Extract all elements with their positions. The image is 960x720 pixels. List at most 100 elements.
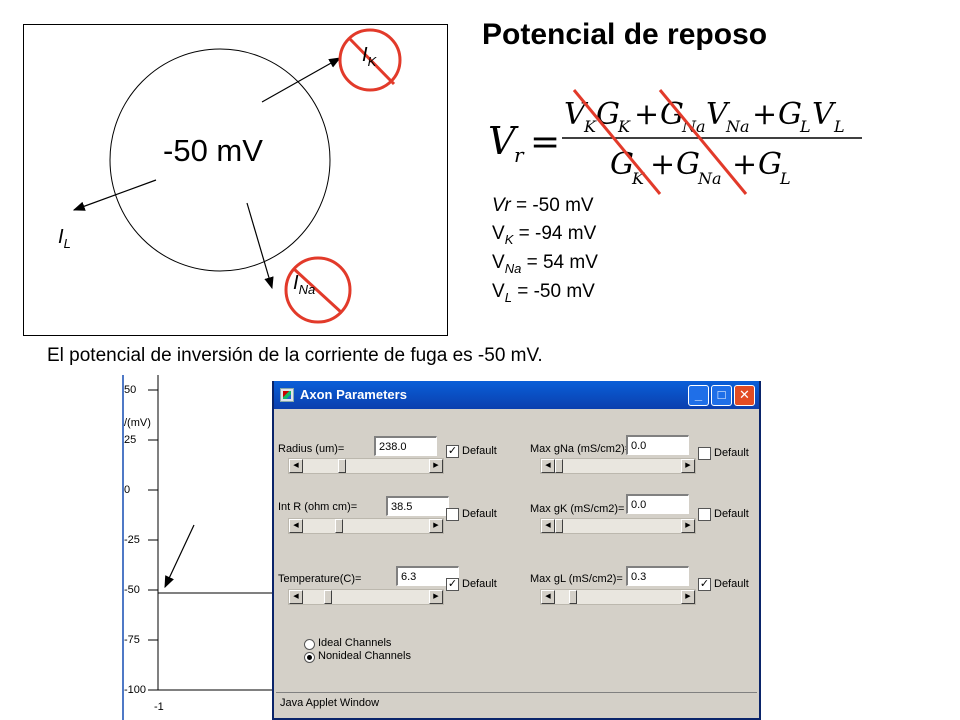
- param-vna: VNa = 54 mV: [492, 252, 598, 276]
- max-gl-label: Max gL (mS/cm2)=: [530, 573, 623, 585]
- max-gl-input[interactable]: 0.3: [626, 566, 689, 586]
- slider-left-arrow-icon[interactable]: ◀: [289, 590, 303, 604]
- window-titlebar[interactable]: Axon Parameters _ □ ✕: [274, 381, 759, 409]
- leak-current-label: IL: [58, 226, 71, 251]
- cell-membrane: [109, 48, 331, 272]
- slider-left-arrow-icon[interactable]: ◀: [289, 459, 303, 473]
- int-r-default-label: Default: [462, 508, 497, 520]
- nonideal-channels-radio[interactable]: [304, 652, 315, 663]
- int-r-default-checkbox[interactable]: [446, 508, 459, 521]
- page-title: Potencial de reposo: [482, 18, 768, 51]
- radius-default-checkbox[interactable]: ✓: [446, 445, 459, 458]
- maximize-button[interactable]: □: [711, 385, 732, 406]
- slider-right-arrow-icon[interactable]: ▶: [681, 459, 695, 473]
- java-app-icon: [280, 388, 294, 402]
- slider-thumb[interactable]: [334, 519, 343, 533]
- num-plus-1: +: [634, 97, 659, 132]
- num-term2-a: G: [660, 97, 684, 132]
- max-gk-default-label: Default: [714, 508, 749, 520]
- temperature-default-checkbox[interactable]: ✓: [446, 578, 459, 591]
- membrane-potential-label: -50 mV: [163, 133, 263, 168]
- leak-current-arrow: [72, 179, 157, 211]
- voltage-plot: 50 /(mV) 25 0 -25 -50 -75 -100 -1: [122, 375, 275, 720]
- param-vl: VL = -50 mV: [492, 281, 595, 305]
- int-r-slider[interactable]: ◀ ▶: [288, 518, 444, 534]
- max-gk-label: Max gK (mS/cm2)=: [530, 503, 625, 515]
- radius-label: Radius (um)=: [278, 443, 345, 455]
- slider-right-arrow-icon[interactable]: ▶: [429, 590, 443, 604]
- num-term3-a-sub: L: [799, 117, 811, 136]
- slider-left-arrow-icon[interactable]: ◀: [541, 459, 555, 473]
- slider-thumb[interactable]: [555, 519, 563, 533]
- num-term3-b: V: [812, 97, 837, 132]
- na-strike-line: [292, 267, 344, 315]
- param-vk: VK = -94 mV: [492, 223, 597, 247]
- na-current-label: INa: [293, 272, 316, 297]
- slider-thumb[interactable]: [555, 459, 563, 473]
- slider-right-arrow-icon[interactable]: ▶: [681, 519, 695, 533]
- num-term3-b-sub: L: [833, 117, 845, 136]
- den-term3: G: [758, 147, 782, 182]
- k-strike-circle: [338, 28, 402, 92]
- max-gl-default-label: Default: [714, 578, 749, 590]
- max-gna-slider[interactable]: ◀ ▶: [540, 458, 696, 474]
- max-gna-default-label: Default: [714, 447, 749, 459]
- max-gl-default-checkbox[interactable]: ✓: [698, 578, 711, 591]
- max-gk-default-checkbox[interactable]: [698, 508, 711, 521]
- slider-right-arrow-icon[interactable]: ▶: [429, 519, 443, 533]
- temperature-default-label: Default: [462, 578, 497, 590]
- ideal-channels-radio[interactable]: [304, 639, 315, 650]
- slider-right-arrow-icon[interactable]: ▶: [429, 459, 443, 473]
- cell-diagram: [72, 28, 402, 324]
- int-r-label: Int R (ohm cm)=: [278, 501, 358, 513]
- slider-thumb[interactable]: [338, 459, 347, 473]
- temperature-slider[interactable]: ◀ ▶: [288, 589, 444, 605]
- k-strike-line: [347, 36, 396, 86]
- slider-right-arrow-icon[interactable]: ▶: [681, 590, 695, 604]
- radius-default-label: Default: [462, 445, 497, 457]
- den-term2: G: [676, 147, 700, 182]
- max-gk-slider[interactable]: ◀ ▶: [540, 518, 696, 534]
- num-term2-b-sub: Na: [725, 117, 750, 136]
- den-plus-2: +: [732, 147, 757, 182]
- y-axis-label: /(mV): [124, 417, 151, 429]
- int-r-input[interactable]: 38.5: [386, 496, 449, 516]
- max-gl-slider[interactable]: ◀ ▶: [540, 589, 696, 605]
- na-strike-circle: [284, 256, 352, 324]
- minimize-button[interactable]: _: [688, 385, 709, 406]
- den-term3-sub: L: [779, 169, 791, 188]
- slider-left-arrow-icon[interactable]: ◀: [541, 590, 555, 604]
- param-vr: Vr = -50 mV: [492, 195, 594, 216]
- slider-thumb[interactable]: [569, 590, 578, 604]
- caption: El potencial de inversión de la corrient…: [47, 345, 543, 366]
- num-term1-b-sub: K: [617, 117, 631, 136]
- num-term3-a: G: [778, 97, 802, 132]
- y-tick-label: -100: [124, 684, 146, 696]
- slider-left-arrow-icon[interactable]: ◀: [541, 519, 555, 533]
- num-term1-a-sub: K: [583, 117, 597, 136]
- radius-slider[interactable]: ◀ ▶: [288, 458, 444, 474]
- y-tick-label: -25: [124, 534, 140, 546]
- max-gna-label: Max gNa (mS/cm2)=: [530, 443, 632, 455]
- temperature-input[interactable]: 6.3: [396, 566, 459, 586]
- radius-input[interactable]: 238.0: [374, 436, 437, 456]
- na-current-arrow: [246, 202, 274, 290]
- den-plus-1: +: [650, 147, 675, 182]
- applet-status-bar: Java Applet Window: [276, 692, 757, 714]
- pointer-arrow: [164, 524, 195, 589]
- max-gna-default-checkbox[interactable]: [698, 447, 711, 460]
- y-tick-label: 0: [124, 484, 130, 496]
- y-tick-label: 50: [124, 384, 136, 396]
- slider-thumb[interactable]: [324, 590, 333, 604]
- slider-left-arrow-icon[interactable]: ◀: [289, 519, 303, 533]
- num-term2-b: V: [706, 97, 731, 132]
- num-plus-2: +: [752, 97, 777, 132]
- cell-diagram-frame: [23, 24, 448, 336]
- y-tick-label: 25: [124, 434, 136, 446]
- max-gk-input[interactable]: 0.0: [626, 494, 689, 514]
- window-title: Axon Parameters: [300, 387, 407, 402]
- max-gna-input[interactable]: 0.0: [626, 435, 689, 455]
- close-button[interactable]: ✕: [734, 385, 755, 406]
- temperature-label: Temperature(C)=: [278, 573, 362, 585]
- strike-na-terms: [658, 89, 748, 195]
